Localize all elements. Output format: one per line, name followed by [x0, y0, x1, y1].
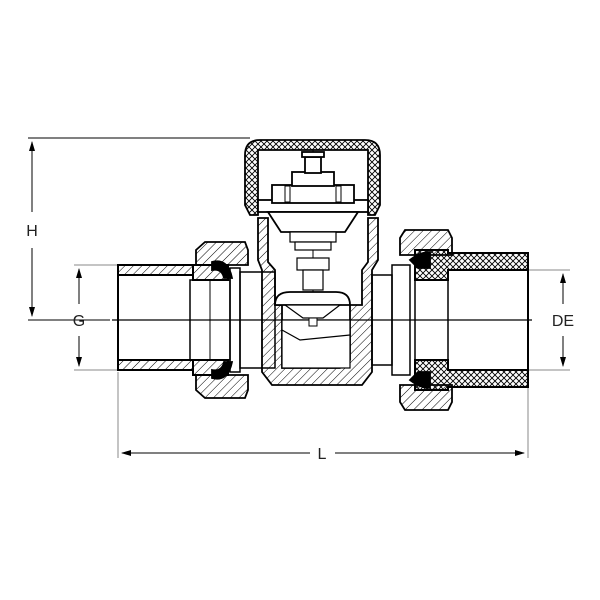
- dimension-g: G: [73, 264, 120, 371]
- dimension-label-de: DE: [552, 313, 574, 330]
- left-union-nut: [195, 241, 276, 399]
- dimension-h: H: [26, 137, 250, 321]
- dimension-label-l: L: [318, 446, 327, 463]
- valve-body: [257, 217, 379, 386]
- dimension-label-h: H: [26, 223, 38, 240]
- thermostatic-head: [244, 139, 381, 327]
- dimension-de: DE: [528, 269, 574, 371]
- dimension-label-g: G: [73, 313, 85, 330]
- dimension-l: L: [117, 372, 529, 463]
- right-pipe-adapter: [414, 249, 529, 391]
